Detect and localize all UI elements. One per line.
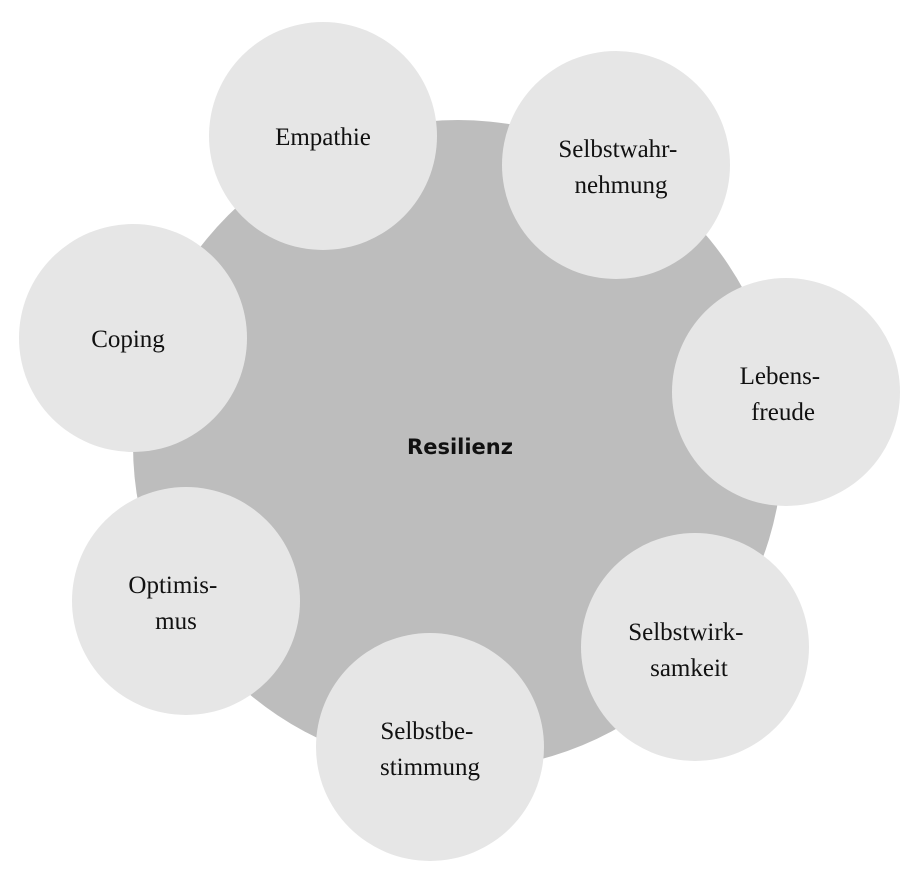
satellite-label: Selbstbe- stimmung — [380, 718, 481, 781]
satellite-label: Selbstwirk- samkeit — [628, 619, 750, 682]
satellite-label-line: freude — [751, 399, 815, 426]
satellite-circle — [19, 224, 247, 452]
satellite-label: Selbstwahr- nehmung — [558, 136, 683, 199]
satellite-label-line: Selbstwirk- — [628, 619, 743, 646]
satellite-label-line: Lebens- — [740, 363, 821, 390]
satellite-label: Empathie — [275, 124, 371, 151]
center-label: Resilienz — [407, 435, 513, 459]
satellite-coping: Coping — [19, 224, 247, 452]
satellite-label-line: Empathie — [275, 124, 371, 151]
satellite-selbstbestimmung: Selbstbe- stimmung — [316, 633, 544, 861]
satellite-optimismus: Optimis- mus — [72, 487, 300, 715]
satellite-circle — [72, 487, 300, 715]
satellite-circle — [672, 278, 900, 506]
satellite-selbstwahrnehmung: Selbstwahr- nehmung — [502, 51, 730, 279]
satellite-circle — [581, 533, 809, 761]
satellite-label: Lebens- freude — [740, 363, 827, 426]
satellite-lebensfreude: Lebens- freude — [672, 278, 900, 506]
satellite-label-line: mus — [155, 608, 197, 635]
satellite-label-line: Optimis- — [128, 572, 217, 599]
satellite-selbstwirksamkeit: Selbstwirk- samkeit — [581, 533, 809, 761]
satellite-label-line: Coping — [91, 326, 165, 353]
satellite-label-line: Selbstwahr- — [558, 136, 677, 163]
satellite-empathie: Empathie — [209, 22, 437, 250]
satellite-label: Coping — [91, 326, 165, 353]
satellite-label: Optimis- mus — [128, 572, 223, 635]
satellite-circle — [502, 51, 730, 279]
satellite-label-line: samkeit — [650, 655, 728, 682]
satellite-circle — [209, 22, 437, 250]
satellite-circle — [316, 633, 544, 861]
satellite-label-line: stimmung — [380, 754, 481, 781]
satellite-label-line: Selbstbe- — [380, 718, 473, 745]
satellite-label-line: nehmung — [574, 172, 668, 199]
